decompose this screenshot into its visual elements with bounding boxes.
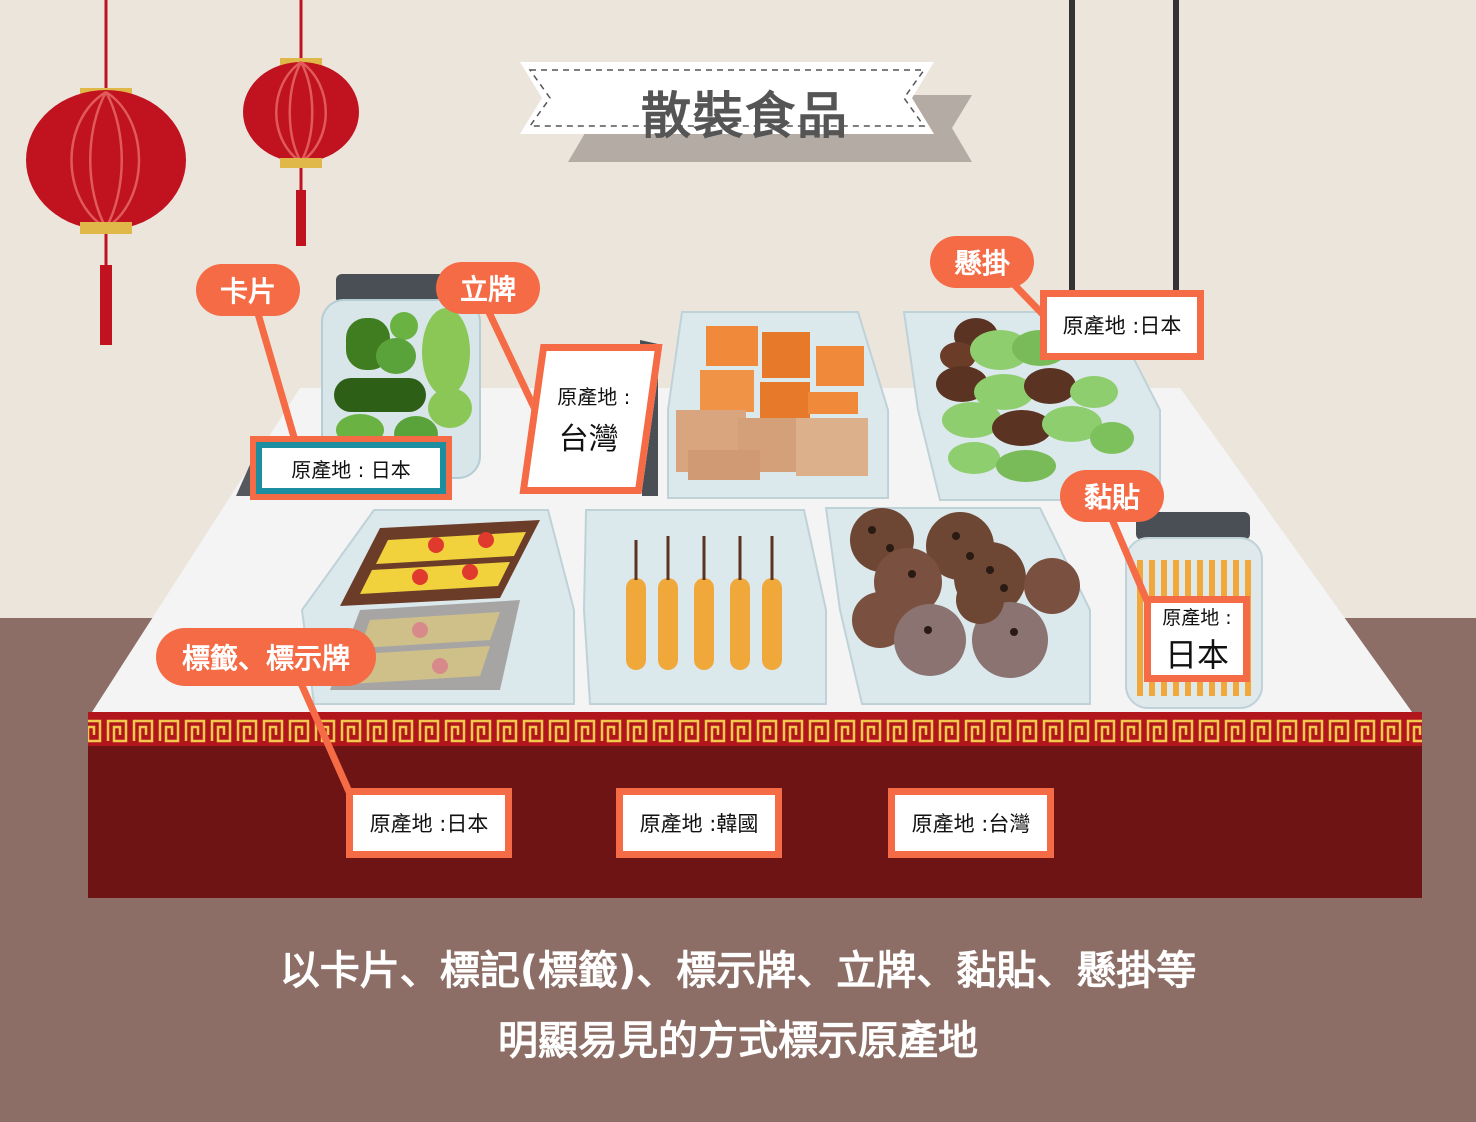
pickle-jar: [236, 274, 481, 496]
lantern-right-icon: [243, 0, 359, 246]
callout-hang: 懸掛: [930, 236, 1034, 288]
pattern-strip: [88, 712, 1422, 746]
skewer-box: [582, 509, 827, 705]
hang-label: 原產地 :日本: [1040, 290, 1204, 360]
callout-card: 卡片: [196, 264, 300, 316]
front-label-korea: 原產地 :韓國: [616, 788, 782, 858]
front-label-taiwan: 原產地 :台灣: [888, 788, 1054, 858]
title-banner: [520, 62, 972, 162]
sticker-label-line1: 原產地 :: [1162, 606, 1232, 629]
callout-sticker: 黏貼: [1060, 470, 1164, 522]
callout-line-card: [250, 296, 300, 448]
card-label: 原產地 : 日本: [250, 436, 452, 500]
sticker-label-line2: 日本: [1164, 635, 1229, 674]
caption-line-1: 以卡片、標記(標籤)、標示牌、立牌、黏貼、懸掛等: [279, 948, 1197, 994]
cookie-box: [824, 507, 1091, 705]
callout-line-sticker: [1104, 506, 1154, 612]
stand-sign-line2: 台灣: [558, 421, 619, 457]
sticker-label: 原產地 : 日本: [1144, 596, 1250, 682]
cracker-box: [667, 311, 889, 499]
callout-label-sign: 標籤、標示牌: [156, 628, 376, 686]
card-label-text: 原產地 : 日本: [262, 448, 440, 488]
front-label-japan: 原產地 :日本: [346, 788, 512, 858]
page-title: 散裝食品: [641, 87, 849, 145]
callout-stand: 立牌: [436, 262, 540, 314]
stand-sign-line1: 原產地 :: [557, 384, 631, 409]
lantern-left-icon: [26, 0, 186, 345]
stand-sign: 原產地 : 台灣: [519, 344, 663, 494]
callout-line-stand: [482, 302, 544, 424]
caption-line-2: 明顯易見的方式標示原產地: [498, 1018, 978, 1064]
